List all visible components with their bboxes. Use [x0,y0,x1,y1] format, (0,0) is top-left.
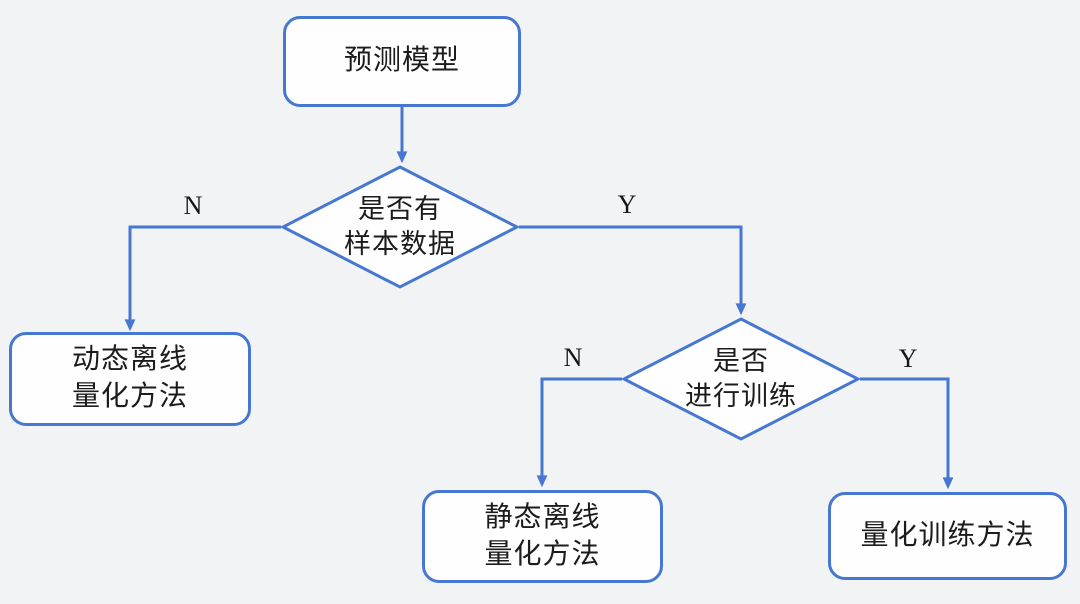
edge-label-no-sample: N [183,191,203,220]
node-static-offline-quantization: 静态离线 量化方法 [422,490,663,583]
diamond-shape [622,317,860,441]
node-quantization-training-method: 量化训练方法 [828,492,1067,580]
edge-label-no-training: N [563,343,583,372]
node-dynamic-offline-quantization: 动态离线 量化方法 [9,332,251,426]
edge-label-yes-sample: Y [617,190,637,219]
diamond-shape [281,165,519,289]
node-prediction-model-label: 预测模型 [343,45,460,77]
edge-label-yes-training: Y [898,344,918,373]
node-dynamic-offline-quantization-label: 动态离线 量化方法 [71,344,188,412]
node-decision-has-sample-data-label: 是否有 样本数据 [344,193,456,259]
edge-decision2-no [536,377,622,488]
node-quantization-training-method-label: 量化训练方法 [860,519,1035,551]
node-static-offline-quantization-label: 静态离线 量化方法 [484,501,601,570]
edge-decision1-no [124,225,281,332]
edge-decision1-yes [519,225,747,316]
node-decision-do-training: 是否 进行训练 [622,317,860,441]
node-decision-do-training-label: 是否 进行训练 [685,345,797,411]
node-decision-has-sample-data: 是否有 样本数据 [281,165,519,289]
node-prediction-model: 预测模型 [283,16,521,107]
edge-decision2-yes [860,377,954,490]
